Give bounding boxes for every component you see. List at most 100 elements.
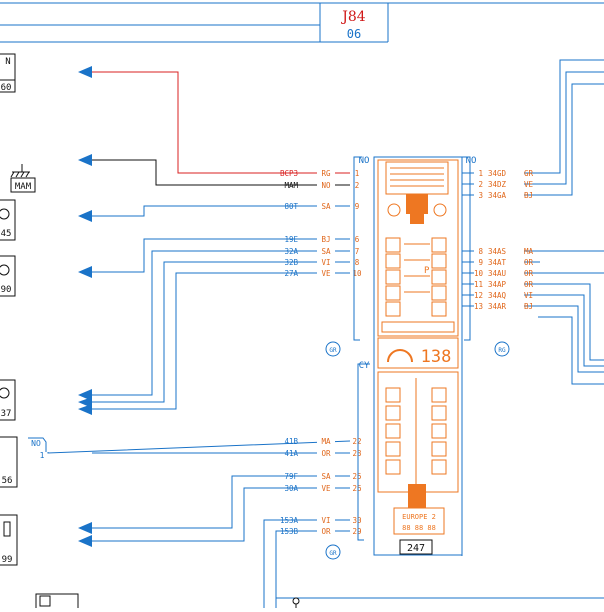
panel-lower-stem: [408, 484, 426, 508]
circle-marker-gr-bottom: GR: [329, 550, 337, 557]
instrument-panel: P 138 EUROPE 2 88 88 88 247: [373, 156, 463, 556]
right-wire-color: OR: [524, 280, 534, 289]
left-wire-color-bg: [317, 515, 335, 524]
left-wire-id: 153A: [280, 516, 299, 525]
right-wire-color: OR: [524, 258, 534, 267]
page-number: 06: [347, 27, 361, 41]
right-wire-id: 34GA: [488, 191, 507, 200]
arrow-27a: [78, 404, 92, 415]
right-wire-color: VI: [524, 291, 533, 300]
left-wire-id: 32B: [284, 258, 298, 267]
left-wire-id: 41B: [284, 437, 298, 446]
wire-153b: [275, 530, 350, 608]
left-wire-id: 19E: [284, 235, 298, 244]
left-wire-color-bg: [317, 436, 335, 445]
left-wire-id: 80T: [284, 202, 298, 211]
left-label-60: 60: [1, 83, 12, 93]
right-wire-id: 34AQ: [488, 291, 507, 300]
left-wire-pin: 10: [352, 269, 362, 278]
wire-41b: [47, 440, 351, 454]
header-frame: [0, 2, 604, 43]
arrow-79f: [78, 522, 92, 534]
left-wire-color: NO: [321, 181, 331, 190]
wire-bcp3: [92, 71, 350, 174]
ground-symbol: [10, 164, 36, 193]
right-wire-label-bg: [474, 246, 524, 255]
left-wire-pin: 25: [352, 472, 361, 481]
left-wire-color-bg: [317, 201, 335, 210]
left-wire-color: RG: [321, 169, 331, 178]
wire-32a: [92, 250, 350, 396]
left-wire-pin: 7: [355, 247, 360, 256]
left-wire-pin: 26: [352, 484, 362, 493]
right-wire-label-bg: [474, 301, 524, 310]
left-wire-color: BJ: [321, 235, 330, 244]
right-wire-pin: 10: [474, 269, 484, 278]
left-wire-color: OR: [321, 527, 331, 536]
connector-top-left: [353, 156, 362, 341]
wire-32b: [92, 261, 350, 403]
right-wire-label-bg: [474, 257, 524, 266]
left-wire-pin: 6: [355, 235, 360, 244]
left-wire-routing: [47, 71, 604, 608]
right-wire-routing: [538, 59, 604, 385]
right-wire-id: 34AR: [488, 302, 507, 311]
arrow-bcp3: [78, 66, 92, 78]
left-wire-color: VE: [321, 484, 331, 493]
component-number-box: [399, 539, 433, 555]
panel-top-gauge: [387, 203, 401, 217]
europe-display: [393, 507, 445, 535]
left-wire-pin: 9: [355, 202, 360, 211]
left-wire-color-bg: [317, 526, 335, 535]
left-label-37: 37: [1, 409, 12, 419]
left-wire-color-bg: [317, 257, 335, 266]
right-wire-id: 34AP: [488, 280, 507, 289]
left-wire-color: SA: [321, 472, 331, 481]
arrow-19e: [78, 266, 92, 278]
left-label-mam: MAM: [15, 182, 32, 192]
right-wire-color: OR: [524, 269, 534, 278]
europe-display-line1: EUROPE 2: [402, 513, 436, 521]
left-wire-pin: 8: [355, 258, 360, 267]
left-wire-color-bg: [317, 448, 335, 457]
right-wire-pin: 3: [478, 191, 483, 200]
left-wire-pin: 23: [352, 449, 361, 458]
connector-top-right: [462, 156, 471, 341]
right-wire-pin: 11: [474, 280, 483, 289]
arrow-mam: [78, 154, 92, 166]
left-label-56: 56: [2, 476, 13, 486]
right-wire-id: 34AT: [488, 258, 507, 267]
right-wire-label-bg: [474, 268, 524, 277]
wire-153a: [263, 519, 350, 608]
splice-symbol: [292, 597, 300, 608]
left-wire-id: 27A: [284, 269, 298, 278]
right-wire-pin: 2: [478, 180, 483, 189]
no-connector-left-pin: 1: [40, 451, 45, 460]
left-wire-pin: 2: [355, 181, 360, 190]
left-wire-color-bg: [317, 483, 335, 492]
left-label-90: 90: [1, 285, 12, 295]
left-wire-id: BCP3: [280, 169, 298, 178]
left-wire-color: SA: [321, 202, 331, 211]
circle-marker-rg: RG: [498, 347, 506, 354]
arrow-80t: [78, 210, 92, 222]
left-wire-color: MA: [321, 437, 331, 446]
left-label-99: 99: [2, 555, 13, 565]
left-wire-color: VI: [321, 516, 330, 525]
right-wire-id: 34AU: [488, 269, 506, 278]
right-wire-color: MA: [524, 247, 534, 256]
right-wire-pin: 9: [478, 258, 483, 267]
europe-display-line2: 88 88 88: [402, 524, 436, 532]
left-wire-color: VE: [321, 269, 331, 278]
panel-dial-number: 138: [421, 347, 452, 367]
diagram-title: J84: [340, 9, 366, 25]
arrowheads: [78, 66, 92, 547]
right-wire-pin: 8: [478, 247, 483, 256]
panel-middle-module: [377, 337, 459, 369]
circle-marker-gr-top: GR: [329, 347, 337, 354]
right-wire-id: 34GD: [488, 169, 507, 178]
right-wire-pin: 12: [474, 291, 483, 300]
no-connector-left-bracket: [28, 437, 47, 452]
